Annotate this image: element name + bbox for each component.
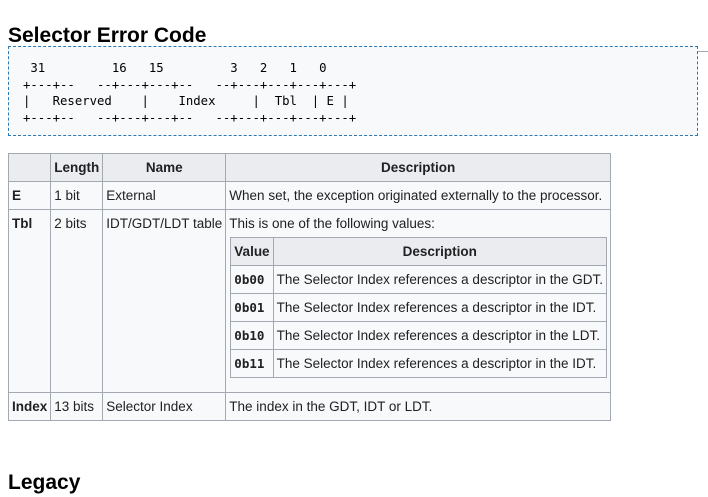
value-description: The Selector Index references a descript… bbox=[272, 293, 607, 322]
field-index-length: 13 bits bbox=[50, 392, 104, 421]
length-column-header: Length bbox=[50, 153, 104, 182]
field-index-name: Selector Index bbox=[102, 392, 227, 421]
value-description: The Selector Index references a descript… bbox=[272, 349, 607, 378]
values-header-row: Value Description bbox=[230, 237, 607, 266]
value-code: 0b01 bbox=[230, 293, 274, 322]
field-index-description: The index in the GDT, IDT or LDT. bbox=[225, 392, 611, 421]
field-tbl-name: IDT/GDT/LDT table bbox=[102, 209, 227, 393]
bit-layout-diagram: 31 16 15 3 2 1 0 +---+-- --+---+---+-- -… bbox=[8, 46, 698, 136]
description-column-header: Description bbox=[225, 153, 611, 182]
field-e-length: 1 bit bbox=[50, 181, 104, 210]
value-code: 0b00 bbox=[230, 265, 274, 294]
value-column-header: Value bbox=[230, 237, 274, 266]
field-tbl-length: 2 bits bbox=[50, 209, 104, 393]
value-description: The Selector Index references a descript… bbox=[272, 265, 607, 294]
field-index: Index bbox=[7, 392, 52, 421]
table-header-row: Length Name Description bbox=[7, 153, 611, 182]
selector-error-code-table: Length Name Description E 1 bit External… bbox=[7, 153, 611, 421]
table-row: E 1 bit External When set, the exception… bbox=[7, 181, 611, 210]
table-row: Tbl 2 bits IDT/GDT/LDT table This is one… bbox=[7, 209, 611, 393]
corner-header-cell bbox=[7, 153, 52, 182]
field-e-description: When set, the exception originated exter… bbox=[225, 181, 611, 210]
field-tbl: Tbl bbox=[7, 209, 52, 393]
table-row: Index 13 bits Selector Index The index i… bbox=[7, 392, 611, 421]
tbl-values-table: Value Description 0b00 The Selector Inde… bbox=[230, 237, 607, 378]
value-code: 0b11 bbox=[230, 349, 274, 378]
values-row: 0b11 The Selector Index references a des… bbox=[230, 349, 607, 378]
value-description: The Selector Index references a descript… bbox=[272, 321, 607, 350]
name-column-header: Name bbox=[102, 153, 227, 182]
field-e-name: External bbox=[102, 181, 227, 210]
field-tbl-description: This is one of the following values: bbox=[229, 216, 435, 231]
field-tbl-description-cell: This is one of the following values: Val… bbox=[225, 209, 611, 393]
value-code: 0b10 bbox=[230, 321, 274, 350]
field-e: E bbox=[7, 181, 52, 210]
value-description-column-header: Description bbox=[272, 237, 607, 266]
values-row: 0b00 The Selector Index references a des… bbox=[230, 265, 607, 294]
next-section-heading: Legacy bbox=[8, 471, 81, 495]
values-row: 0b01 The Selector Index references a des… bbox=[230, 293, 607, 322]
values-row: 0b10 The Selector Index references a des… bbox=[230, 321, 607, 350]
